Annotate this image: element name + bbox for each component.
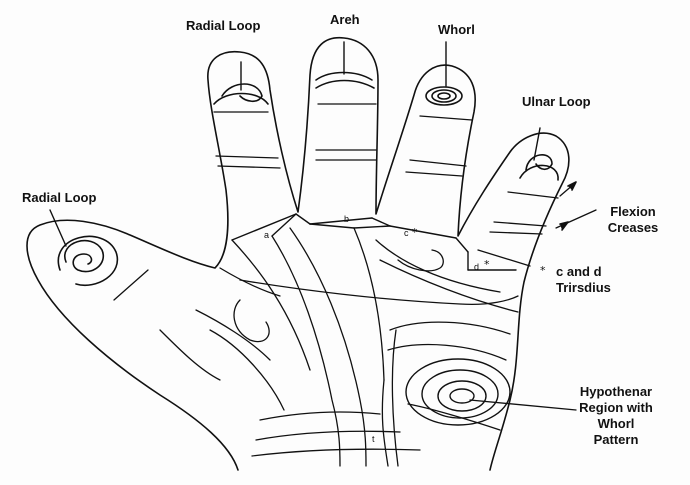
hand-outline (27, 38, 569, 470)
label-triradius-line1: c and d (556, 264, 611, 280)
c-star-mark: * (412, 226, 418, 239)
hypothenar-whorl-pattern (406, 359, 510, 425)
label-radial-loop-thumb: Radial Loop (22, 190, 96, 206)
triradius-t-mark: t (372, 434, 375, 444)
label-arch-middle: Areh (330, 12, 360, 28)
label-radial-loop-index: Radial Loop (186, 18, 260, 34)
label-flexion-creases: Flexion Creases (598, 204, 668, 236)
label-hypothenar-line3: Whorl (570, 416, 662, 432)
label-hypothenar-region: Hypothenar Region with Whorl Pattern (570, 384, 662, 448)
label-whorl-ring: Whorl (438, 22, 475, 38)
palm-ridges (160, 228, 518, 466)
label-flexion-line2: Creases (598, 220, 668, 236)
label-hypothenar-line4: Pattern (570, 432, 662, 448)
triradius-d-mark: d (474, 262, 479, 272)
triradius-b-mark: b (344, 214, 349, 224)
label-flexion-line1: Flexion (598, 204, 668, 220)
label-triradius: c and d Trirsdius (556, 264, 611, 296)
pointer-lines (470, 184, 596, 410)
label-hypothenar-line2: Region with (570, 400, 662, 416)
legend-star-mark: * (540, 264, 546, 277)
label-hypothenar-line1: Hypothenar (570, 384, 662, 400)
triradius-c-mark: c (404, 228, 409, 238)
triradius-a-mark: a (264, 230, 269, 240)
label-ulnar-loop-little: Ulnar Loop (522, 94, 591, 110)
d-star-mark: * (484, 258, 490, 271)
ring-whorl-pattern (426, 87, 462, 105)
label-triradius-line2: Trirsdius (556, 280, 611, 296)
index-loop-pattern (222, 84, 262, 101)
